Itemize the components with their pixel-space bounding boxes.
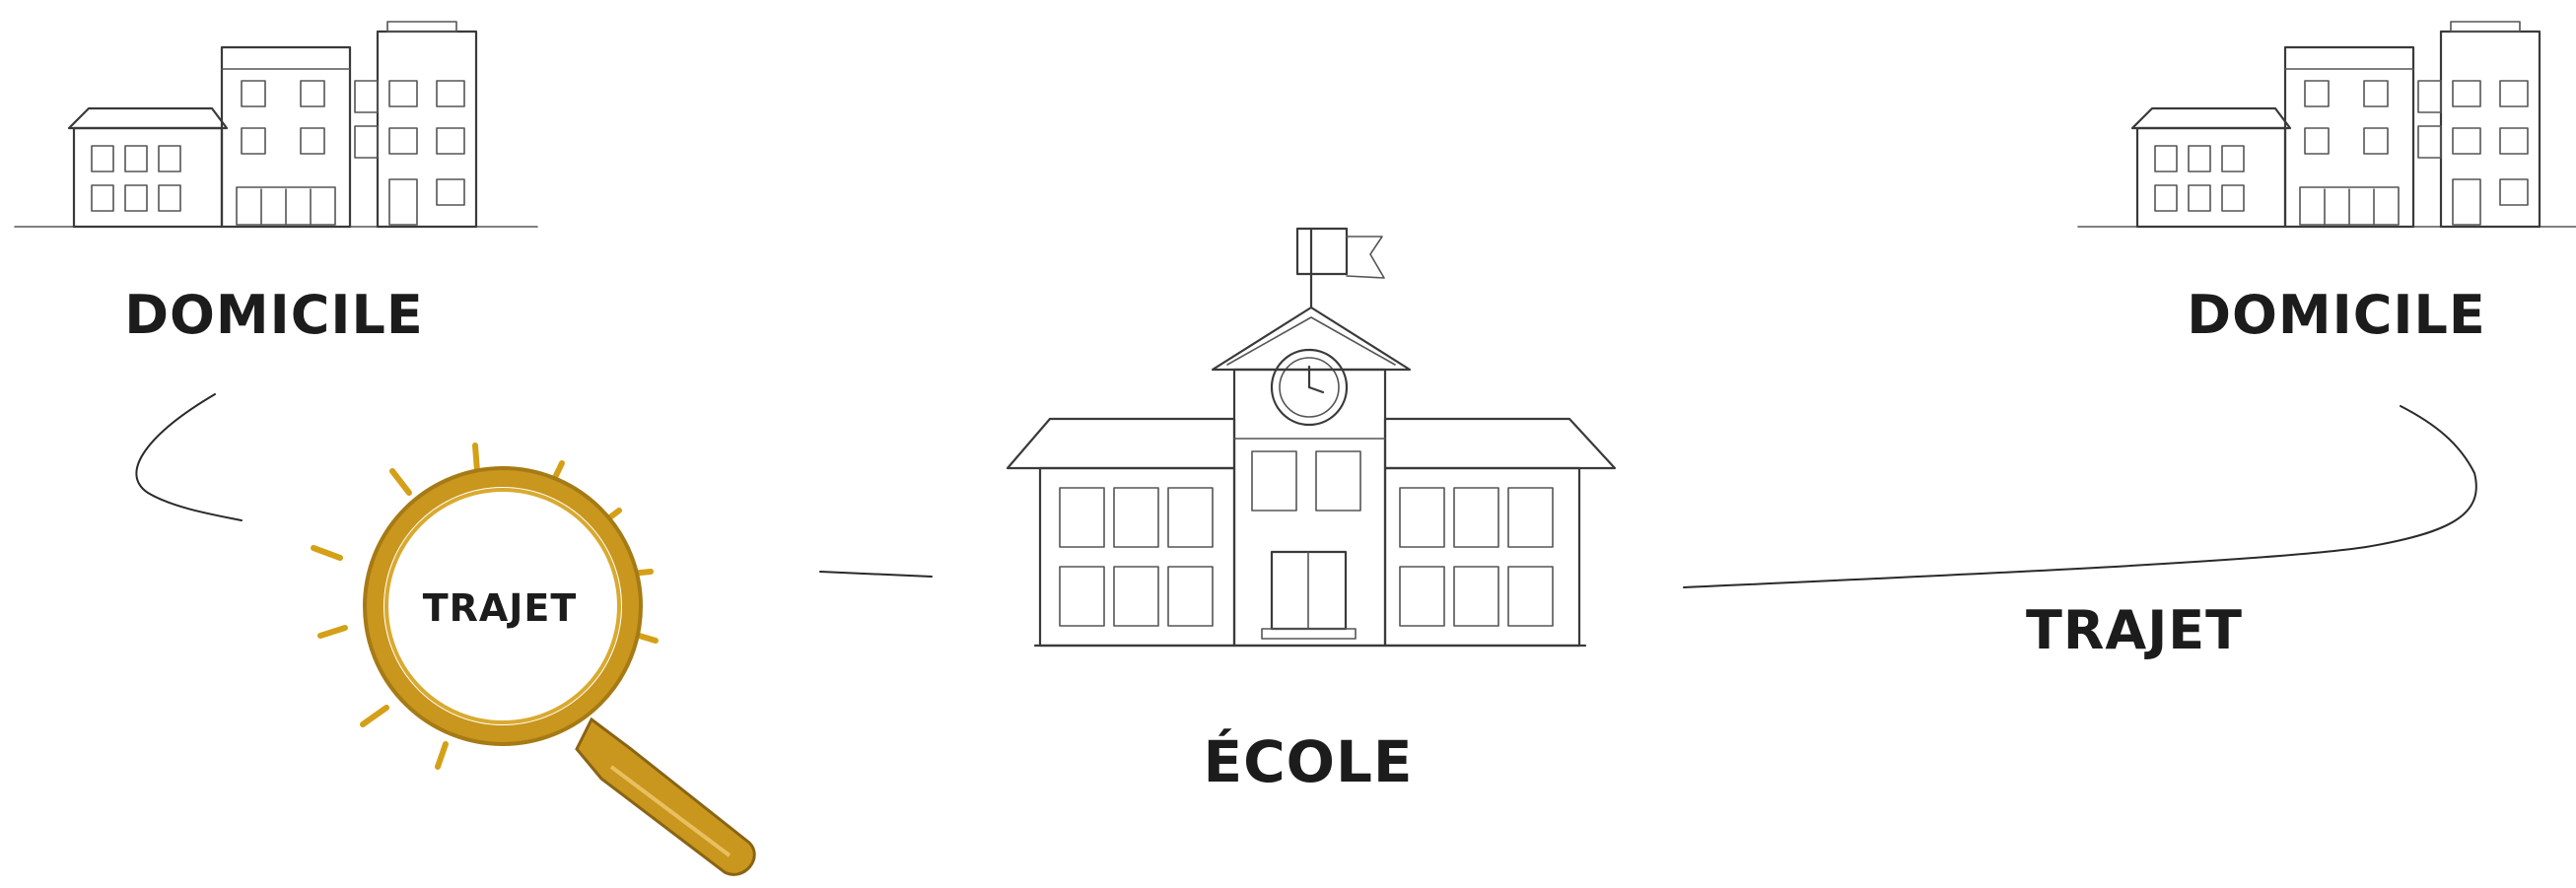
home-left-label: DOMICILE [124, 284, 424, 346]
edge-left: TRAJET [136, 394, 932, 874]
home-right-label: DOMICILE [2187, 284, 2486, 346]
apartment-buildings-icon [15, 22, 537, 227]
edge-left-label: TRAJET [423, 586, 578, 630]
edge-right-curve [1684, 406, 2476, 587]
magnifying-glass-icon: TRAJET [313, 445, 754, 874]
edge-left-curve [136, 394, 242, 520]
edge-left-segment [820, 572, 932, 577]
edge-right-label: TRAJET [2026, 599, 2243, 661]
school-node: ÉCOLE [1008, 229, 1615, 795]
apartment-buildings-icon [2078, 22, 2576, 227]
edge-right: TRAJET [1684, 406, 2476, 661]
home-left-node: DOMICILE [15, 22, 537, 346]
school-label: ÉCOLE [1203, 727, 1413, 795]
school-building-icon [1008, 229, 1615, 646]
home-right-node: DOMICILE [2078, 22, 2576, 346]
